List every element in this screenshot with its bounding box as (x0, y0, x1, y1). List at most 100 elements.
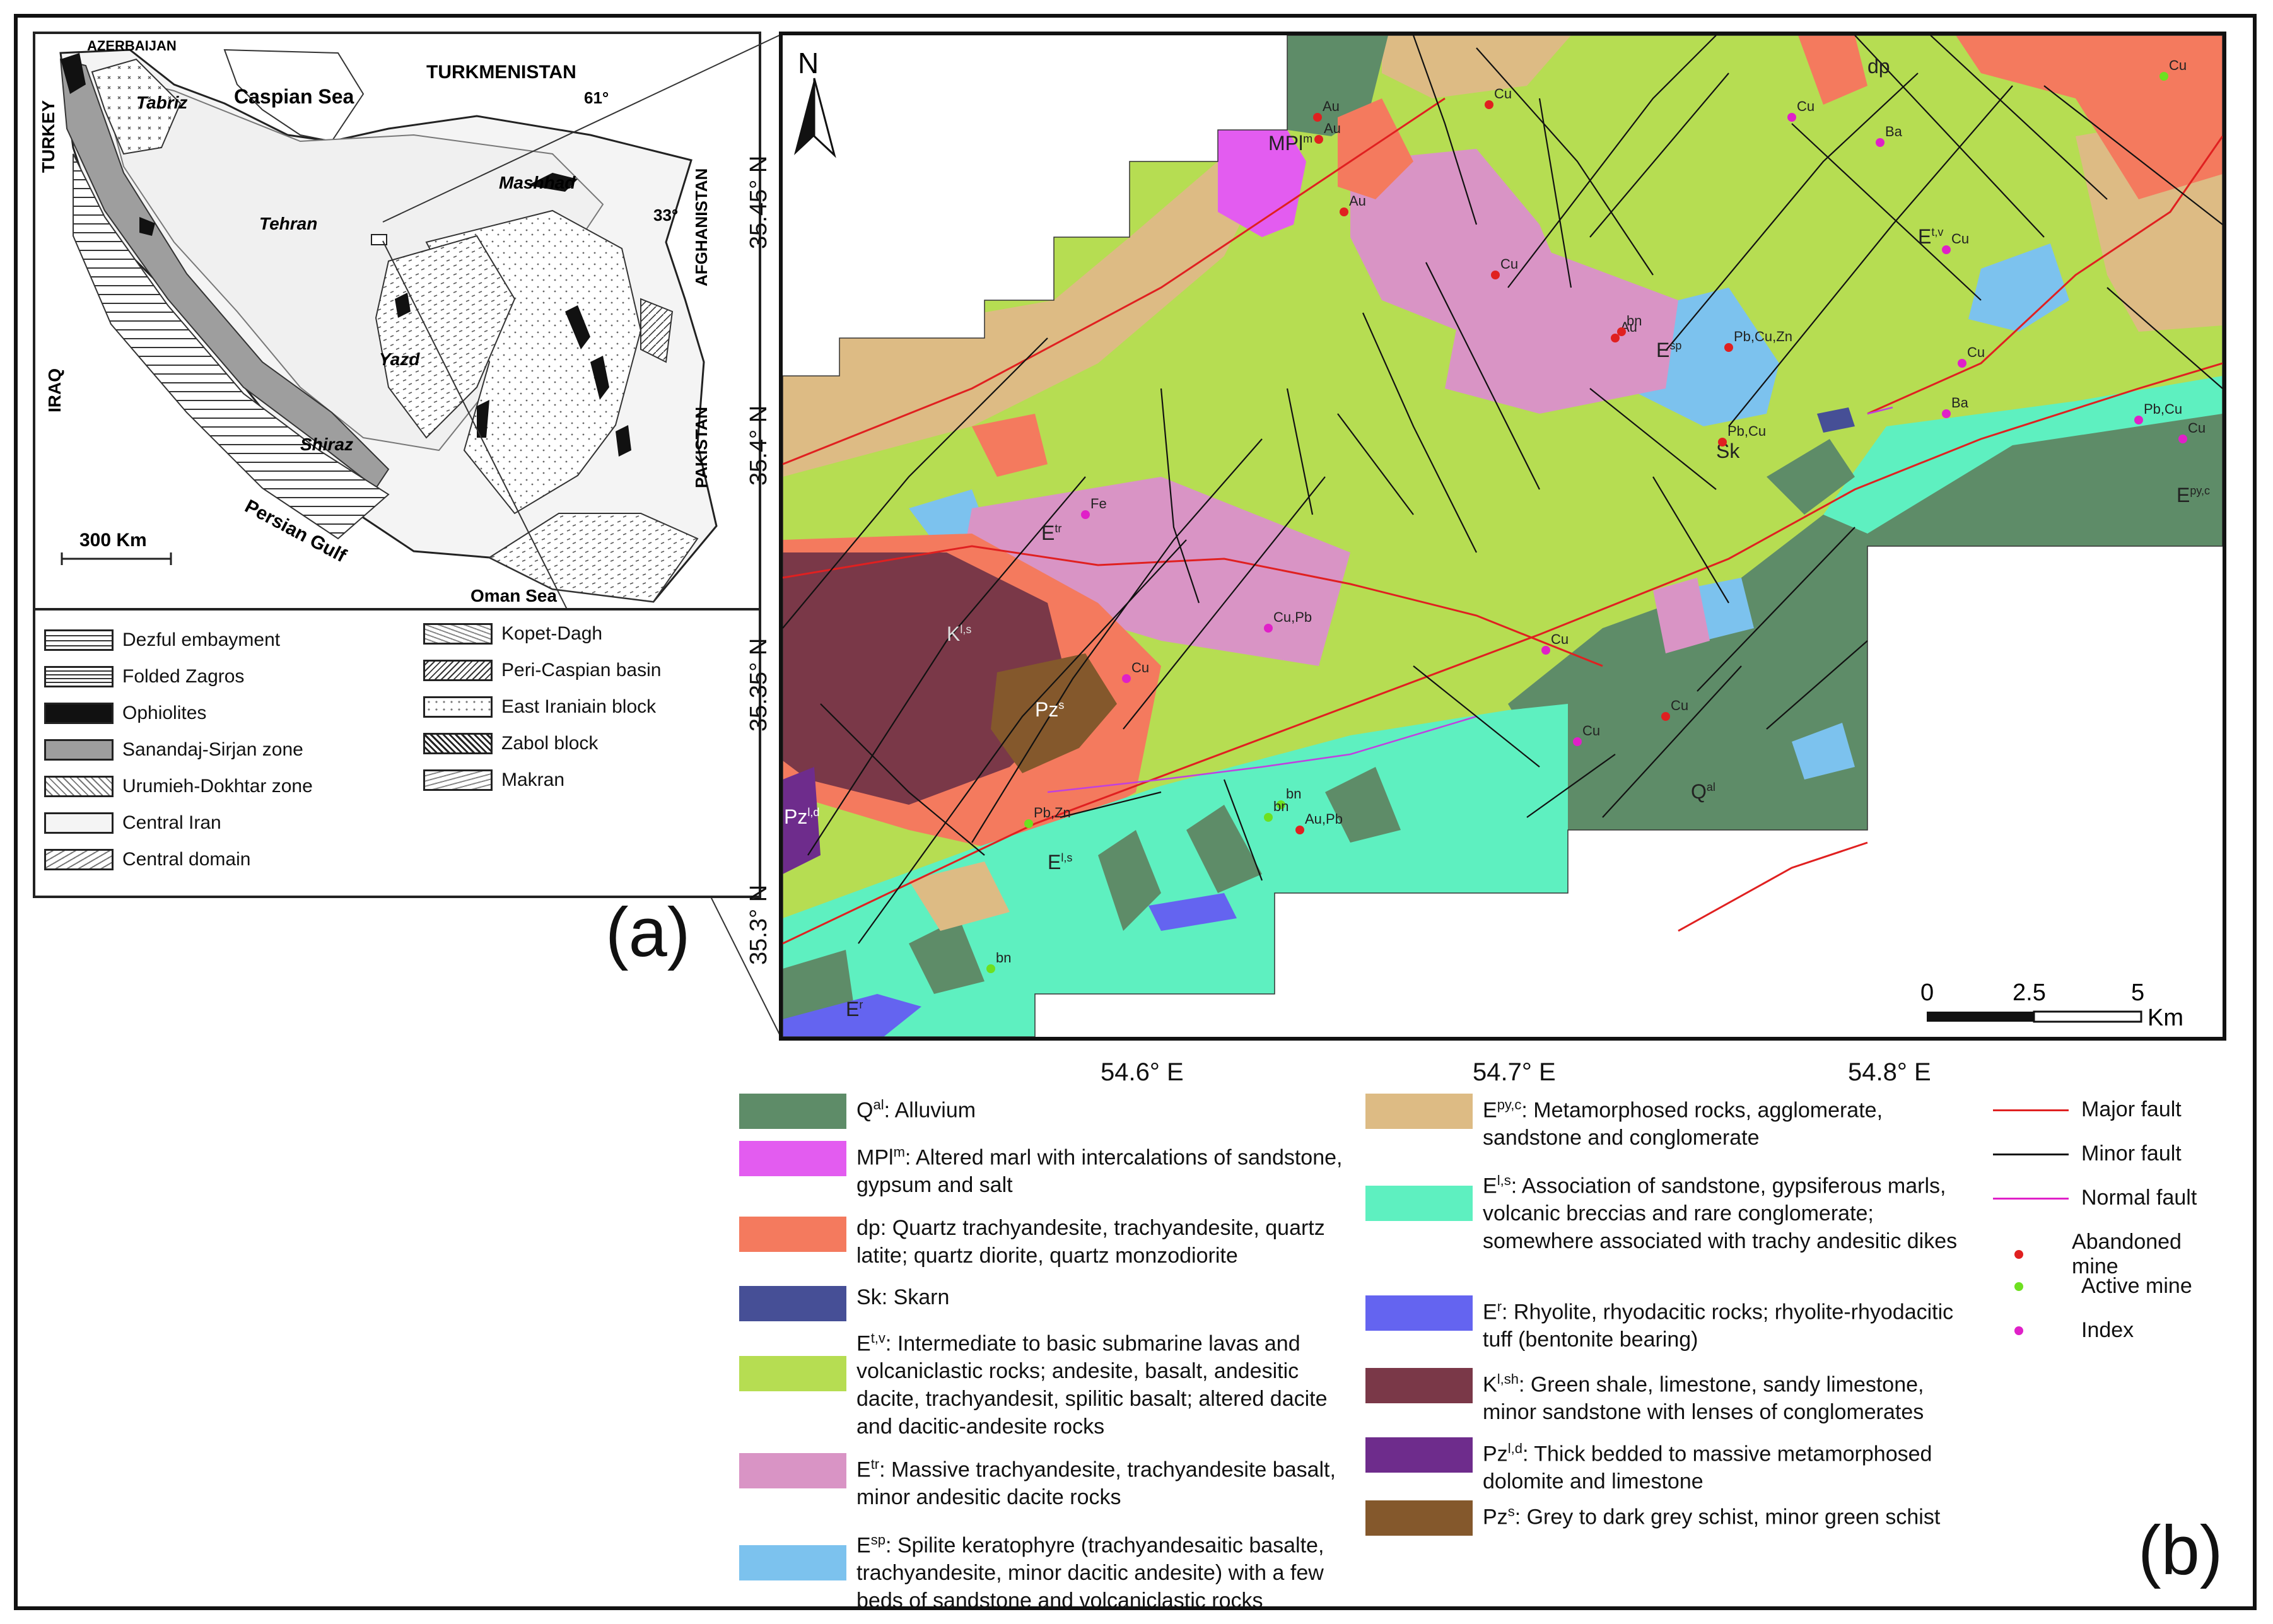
label-turkey: TURKEY (38, 100, 58, 173)
mine-point-abandoned (1314, 135, 1323, 144)
mine-point-abandoned (1724, 343, 1733, 352)
mine-label: Cu (2169, 57, 2187, 73)
legend-active-mine: Active mine (1993, 1274, 2192, 1299)
label-azerbaijan: AZERBAIJAN (87, 38, 177, 54)
legend-item-peri-caspian: Peri-Caspian basin (423, 660, 661, 681)
coord-33: 33° (653, 206, 678, 225)
north-label: N (798, 47, 819, 79)
legend-item-urumieh: Urumieh-Dokhtar zone (44, 776, 313, 797)
lon-tick-54-6: 54.6° E (1101, 1058, 1184, 1086)
label-shiraz: Shiraz (300, 435, 353, 454)
legend-item-makran: Makran (423, 769, 564, 791)
mine-point-active (1024, 819, 1033, 828)
mine-label: Au (1324, 120, 1341, 136)
mine-label: Au (1349, 193, 1366, 209)
lat-tick-35-45: 35.45° N (745, 155, 772, 249)
scale-tick-2-5: 2.5 (2013, 979, 2046, 1006)
scale-tick-0: 0 (1920, 979, 1934, 1006)
mine-label: Ba (1885, 124, 1903, 139)
mine-point-abandoned (1340, 207, 1348, 216)
legend-unit-esp: Esp: Spilite keratophyre (trachyandesait… (739, 1526, 1345, 1615)
mine-point-abandoned (1661, 712, 1670, 721)
label-caspian: Caspian Sea (234, 85, 354, 108)
legend-unit-etv: Et,v: Intermediate to basic submarine la… (739, 1324, 1345, 1440)
legend-unit-mplm: MPlm: Altered marl with intercalations o… (739, 1138, 1345, 1199)
mine-point-active (1277, 800, 1285, 809)
label-tabriz: Tabriz (136, 93, 187, 112)
panel-b-legend: Qal: Alluvium MPlm: Altered marl with in… (738, 1078, 2214, 1621)
mine-point-index (2178, 435, 2187, 443)
legend-minor-fault: Minor fault (1993, 1142, 2182, 1166)
mine-label: Pb,Cu (2144, 401, 2182, 417)
coord-61: 61° (584, 88, 609, 107)
mine-label: Au (1323, 98, 1340, 114)
scale-bar-b: 0 2.5 5 Km (1920, 979, 2183, 1031)
iran-map-svg: 300 Km AZERBAIJAN TURKMENISTAN AFGHANIST… (38, 38, 718, 605)
label-afghanistan: AFGHANISTAN (692, 168, 711, 286)
label-els: El,s (1048, 851, 1072, 873)
mine-point-index (1958, 359, 1966, 368)
lat-tick-35-3: 35.3° N (745, 884, 772, 965)
mine-label: bn (1273, 798, 1288, 814)
legend-unit-pzs: Pzs: Grey to dark grey schist, minor gre… (1365, 1498, 1971, 1536)
legend-item-ophiolites: Ophiolites (44, 703, 206, 724)
mine-point-index (1264, 624, 1273, 633)
geological-map-svg: MPlm dp Et,v Esp Sk Epy,c Etr Kl,s Pzs P… (782, 35, 2224, 1037)
mine-label: Fe (1090, 496, 1107, 511)
mine-point-abandoned (1718, 438, 1727, 447)
mine-label: bn (996, 950, 1011, 966)
legend-abandoned-mine: Abandoned mine (1993, 1230, 2214, 1279)
label-mashhad: Mashhad (499, 173, 576, 192)
mine-label: Cu (1967, 344, 1985, 360)
legend-item-kopet-dagh: Kopet-Dagh (423, 623, 602, 645)
mine-label: Cu (1494, 86, 1512, 102)
legend-index: Index (1993, 1318, 2134, 1343)
label-pzs: Pzs (1035, 698, 1064, 721)
scale-unit: Km (2147, 1005, 2183, 1031)
legend-item-sanandaj: Sanandaj-Sirjan zone (44, 739, 303, 761)
legend-unit-pzld: Pzl,d: Thick bedded to massive metamorph… (1365, 1435, 1971, 1495)
geological-map: MPlm dp Et,v Esp Sk Epy,c Etr Kl,s Pzs P… (779, 32, 2226, 1041)
scale-label-a: 300 Km (79, 530, 147, 551)
mine-label: Pb,Zn (1034, 805, 1071, 821)
panel-a-legend: Dezful embayment Folded Zagros Ophiolite… (33, 608, 761, 898)
legend-unit-sk: Sk: Skarn (739, 1283, 1345, 1321)
legend-unit-kush: Kl,sh: Green shale, limestone, sandy lim… (1365, 1365, 1971, 1426)
label-etr: Etr (1041, 522, 1061, 544)
panel-label-a: (a) (605, 894, 691, 971)
mine-point-abandoned (1313, 113, 1322, 122)
legend-normal-fault: Normal fault (1993, 1186, 2197, 1210)
lat-tick-35-4: 35.4° N (745, 405, 772, 486)
legend-unit-epyc: Epy,c: Metamorphosed rocks, agglomerate,… (1365, 1091, 1971, 1152)
mine-label: Cu (1551, 631, 1569, 647)
mine-label: Cu (2188, 420, 2206, 436)
north-arrow: N (794, 47, 836, 158)
mine-point-index (1541, 646, 1550, 655)
label-dp: dp (1867, 55, 1890, 78)
figure-frame (14, 14, 2257, 1610)
mine-point-index (1787, 113, 1796, 122)
mine-point-index (2134, 416, 2143, 424)
lon-tick-54-8: 54.8° E (1848, 1058, 1931, 1086)
mine-point-index (1942, 409, 1951, 418)
mine-point-index (1081, 510, 1090, 519)
label-qal: Qal (1691, 780, 1715, 803)
legend-item-dezful: Dezful embayment (44, 629, 280, 651)
legend-unit-dp: dp: Quartz trachyandesite, trachyandesit… (739, 1214, 1345, 1270)
mine-label: Ba (1951, 395, 1969, 411)
label-oman-sea: Oman Sea (470, 586, 557, 605)
legend-major-fault: Major fault (1993, 1097, 2182, 1122)
legend-unit-qal: Qal: Alluvium (739, 1091, 1345, 1129)
mine-label: Au,Pb (1305, 811, 1343, 827)
legend-unit-els: El,s: Association of sandstone, gypsifer… (1365, 1167, 1971, 1255)
legend-item-central-domain: Central domain (44, 849, 250, 870)
minor-faults (782, 35, 2223, 944)
iran-structural-map: 300 Km AZERBAIJAN TURKMENISTAN AFGHANIST… (33, 32, 761, 612)
mine-point-abandoned (1611, 334, 1620, 342)
label-pakistan: PAKISTAN (692, 407, 711, 488)
mine-point-abandoned (1491, 271, 1500, 279)
mine-label: Pb,Cu (1727, 423, 1766, 439)
legend-unit-etr: Etr: Massive trachyandesite, trachyandes… (739, 1451, 1345, 1511)
normal-faults (1047, 406, 1893, 793)
label-tehran: Tehran (259, 214, 317, 233)
